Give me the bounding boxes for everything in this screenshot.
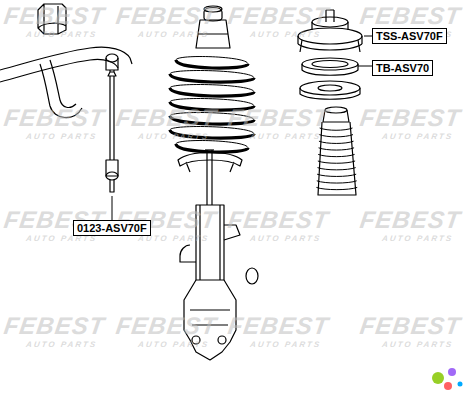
part-number: TB-ASV70 <box>376 62 429 74</box>
watermark: AUTO PARTS <box>25 132 97 141</box>
watermark: FEBEST <box>114 312 219 340</box>
watermark: FEBEST <box>226 2 331 30</box>
watermark: FEBEST <box>226 104 331 132</box>
watermark: AUTO PARTS <box>25 30 97 39</box>
watermark: AUTO PARTS <box>249 132 321 141</box>
watermark: AUTO PARTS <box>249 234 321 243</box>
lower-spring-insulator <box>178 153 242 173</box>
watermark: FEBEST <box>358 2 463 30</box>
watermark: FEBEST <box>2 2 107 30</box>
logo-mark <box>432 368 463 390</box>
part-number-box: TB-ASV70 <box>372 60 433 76</box>
watermark: AUTO PARTS <box>25 340 97 349</box>
watermark: FEBEST <box>358 104 463 132</box>
watermark: FEBEST <box>2 104 107 132</box>
watermark: FEBEST <box>226 312 331 340</box>
stabilizer-bar <box>0 47 132 82</box>
watermark: FEBEST <box>114 2 219 30</box>
leader-line <box>364 36 372 37</box>
watermark: AUTO PARTS <box>381 234 453 243</box>
watermark: AUTO PARTS <box>249 340 321 349</box>
watermark: FEBEST <box>226 206 331 234</box>
strut-bearing <box>302 58 358 75</box>
part-number-box: TSS-ASV70F <box>372 28 447 44</box>
watermark: AUTO PARTS <box>249 30 321 39</box>
watermark: AUTO PARTS <box>137 132 209 141</box>
part-number: 0123-ASV70F <box>77 222 147 234</box>
watermark: FEBEST <box>358 312 463 340</box>
leader-line <box>112 196 113 220</box>
washer <box>246 268 258 284</box>
watermark: FEBEST <box>2 312 107 340</box>
leader-line <box>358 66 372 67</box>
upper-spring-seat <box>300 81 360 99</box>
watermark: AUTO PARTS <box>137 340 209 349</box>
part-number-box: 0123-ASV70F <box>73 220 151 236</box>
watermark: AUTO PARTS <box>137 30 209 39</box>
watermark: AUTO PARTS <box>381 340 453 349</box>
watermark: FEBEST <box>358 206 463 234</box>
watermark: FEBEST <box>114 104 219 132</box>
watermark: AUTO PARTS <box>381 132 453 141</box>
part-number: TSS-ASV70F <box>376 30 443 42</box>
